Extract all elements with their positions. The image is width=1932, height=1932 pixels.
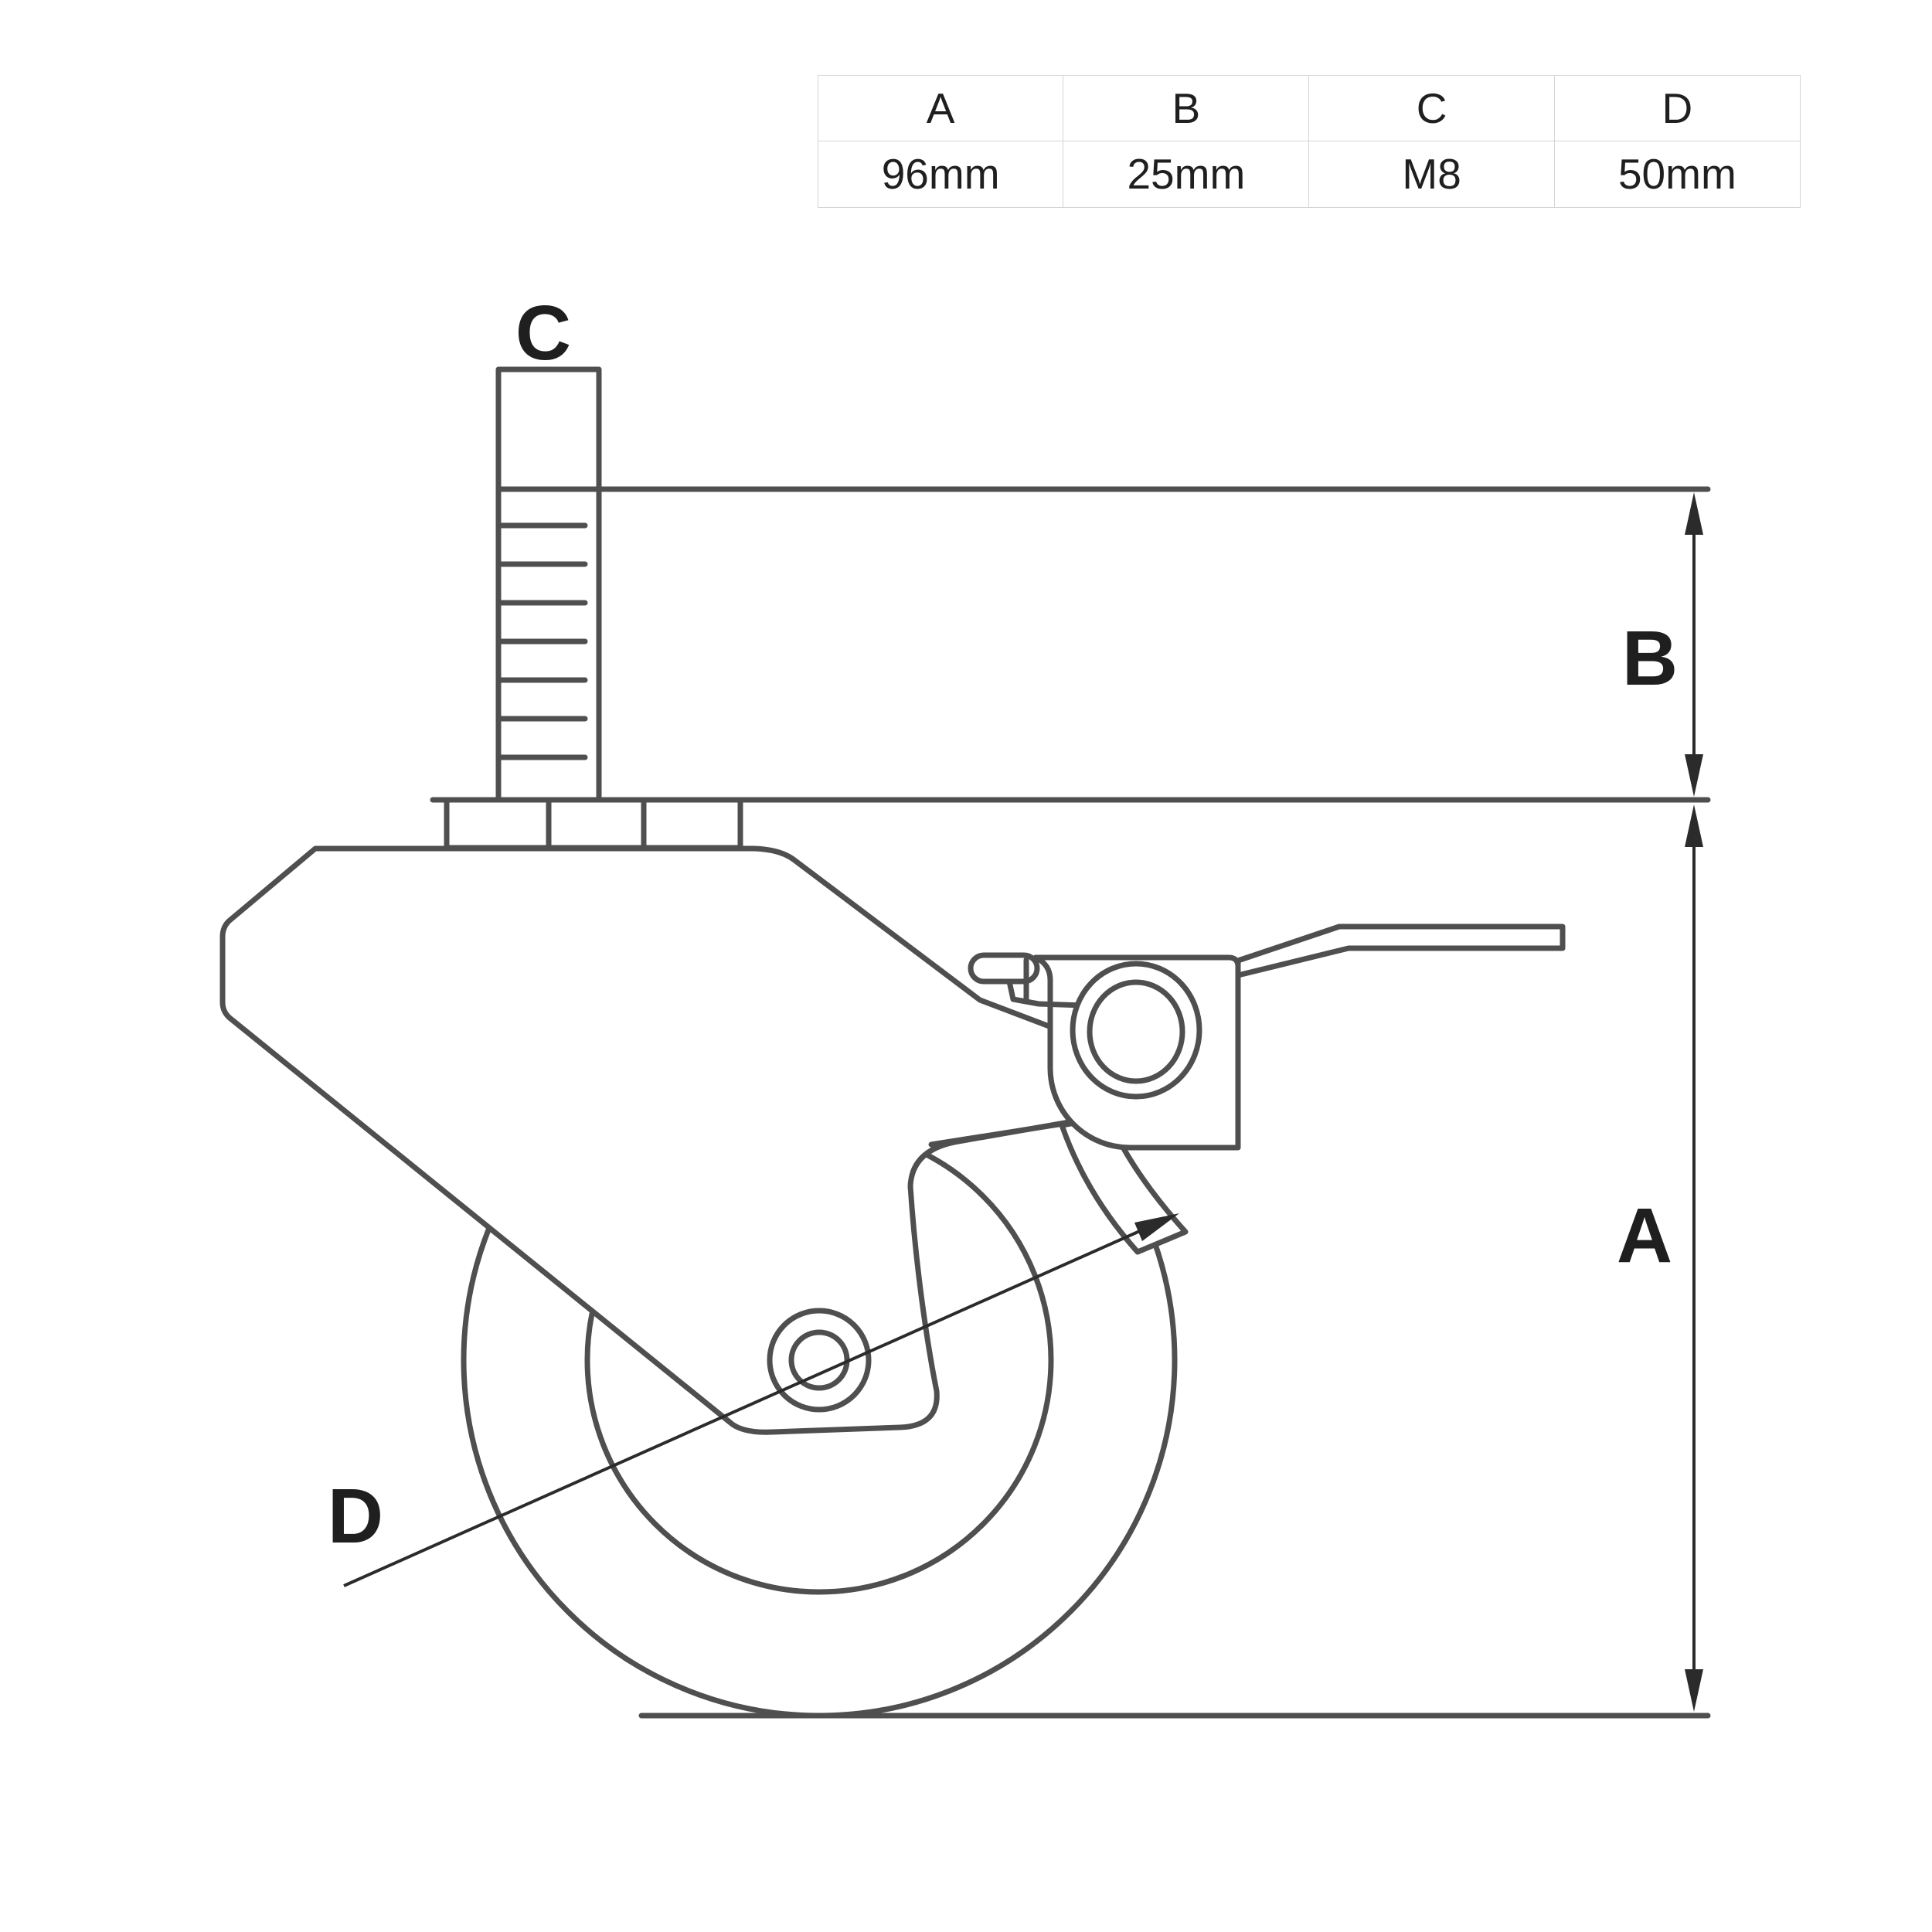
- pivot-hole: [1087, 979, 1185, 1084]
- wheel-hub-inner-circle: [788, 1329, 850, 1391]
- table-value-b: 25mm: [1063, 140, 1310, 208]
- label-diameter-d: D: [328, 1473, 383, 1560]
- table-value-d: 50mm: [1553, 140, 1801, 208]
- stem-thread-lines: [495, 522, 588, 760]
- table-header-a: A: [817, 74, 1064, 141]
- brake-lever: [1235, 923, 1566, 978]
- dim-b-arrow-up: [1685, 492, 1703, 535]
- dim-d-arrow: [1134, 1213, 1179, 1241]
- fork-bracket-outline: [219, 845, 1125, 1435]
- dim-b-arrow-down: [1685, 754, 1703, 797]
- mounting-nut: [444, 797, 743, 851]
- dim-a-arrow-down: [1685, 1669, 1703, 1712]
- brake-pedal-tab: [968, 952, 1040, 985]
- dim-line-d: [343, 1223, 1156, 1587]
- label-height-a: A: [1617, 1192, 1672, 1279]
- table-value-c: M8: [1308, 140, 1556, 208]
- dim-a-arrow-up: [1685, 804, 1703, 847]
- table-value-a: 96mm: [817, 140, 1064, 208]
- label-stem-b: B: [1622, 615, 1678, 702]
- dimension-table: A B C D 96mm 25mm M8 50mm: [817, 74, 1801, 208]
- label-thread-c: C: [515, 290, 571, 376]
- table-header-d: D: [1553, 74, 1801, 141]
- table-header-c: C: [1308, 74, 1556, 141]
- stem-outline: [495, 366, 602, 803]
